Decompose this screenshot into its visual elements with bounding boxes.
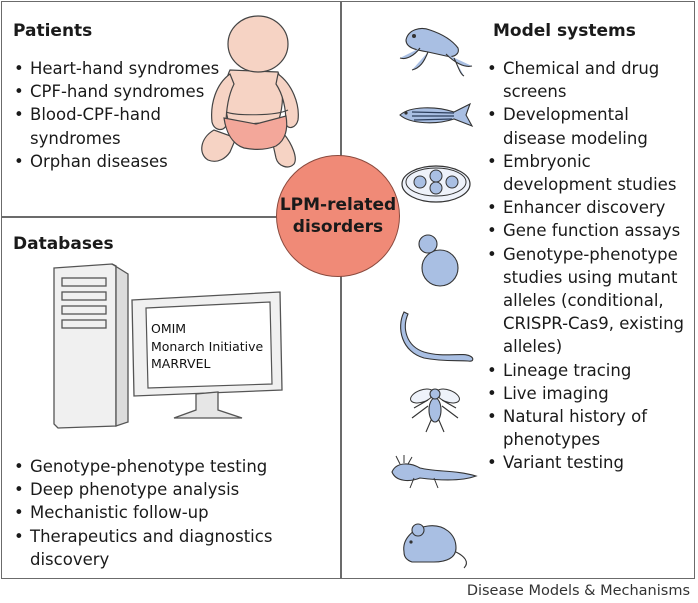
- computer-icon: [53, 263, 283, 429]
- vertical-divider: [340, 1, 342, 579]
- cell-cluster-icon: [418, 234, 459, 287]
- patients-item: Blood-CPF-hand syndromes: [13, 103, 180, 149]
- lpm-related-disorders-circle: LPM-related disorders: [276, 155, 400, 277]
- petri-dish-embryos-icon: [401, 165, 471, 203]
- model-systems-item: Enhancer discovery: [486, 196, 691, 219]
- database-name: MARRVEL: [151, 356, 211, 371]
- model-systems-item: Lineage tracing: [486, 359, 691, 382]
- center-label-line1: LPM-related: [279, 195, 397, 215]
- databases-item: Deep phenotype analysis: [13, 478, 323, 501]
- figure-frame: [1, 1, 695, 579]
- frog-icon: [399, 27, 473, 77]
- axolotl-icon: [391, 455, 478, 489]
- model-systems-item: Embryonic development studies: [486, 150, 691, 196]
- database-name: Monarch Initiative: [151, 338, 264, 354]
- model-systems-item: Natural history of phenotypes: [486, 405, 691, 451]
- model-systems-item: Gene function assays: [486, 219, 691, 242]
- patients-item: Heart-hand syndromes: [13, 57, 243, 80]
- horizontal-divider: [1, 216, 341, 218]
- mouse-icon: [403, 523, 467, 569]
- center-label-line2: disorders: [292, 217, 384, 237]
- fly-icon: [410, 388, 460, 433]
- model-systems-item: Live imaging: [486, 382, 691, 405]
- patients-item: Orphan diseases: [13, 150, 243, 173]
- worm-icon: [400, 311, 474, 362]
- databases-list: Genotype-phenotype testing Deep phenotyp…: [13, 455, 323, 571]
- model-systems-item: Variant testing: [486, 451, 691, 474]
- databases-item: Genotype-phenotype testing: [13, 455, 323, 478]
- patients-item: CPF-hand syndromes: [13, 80, 243, 103]
- model-systems-list: Chemical and drug screens Developmental …: [486, 57, 691, 475]
- database-screen-list: OMIM Monarch Initiative MARRVEL: [151, 320, 263, 373]
- journal-credit: Disease Models & Mechanisms: [466, 583, 690, 599]
- model-systems-item: Chemical and drug screens: [486, 57, 691, 103]
- model-systems-title: Model systems: [493, 21, 636, 41]
- patients-list: Heart-hand syndromes CPF-hand syndromes …: [13, 57, 243, 173]
- baby-icon: [201, 15, 299, 168]
- databases-item: Therapeutics and diagnostics discovery: [13, 525, 320, 571]
- model-systems-item: Developmental disease modeling: [486, 103, 691, 149]
- databases-item: Mechanistic follow-up: [13, 501, 323, 524]
- patients-title: Patients: [13, 21, 93, 41]
- database-name: OMIM: [151, 321, 187, 336]
- databases-title: Databases: [13, 234, 114, 254]
- zebrafish-icon: [399, 102, 474, 128]
- model-systems-item: Genotype-phenotype studies using mutant …: [486, 243, 691, 359]
